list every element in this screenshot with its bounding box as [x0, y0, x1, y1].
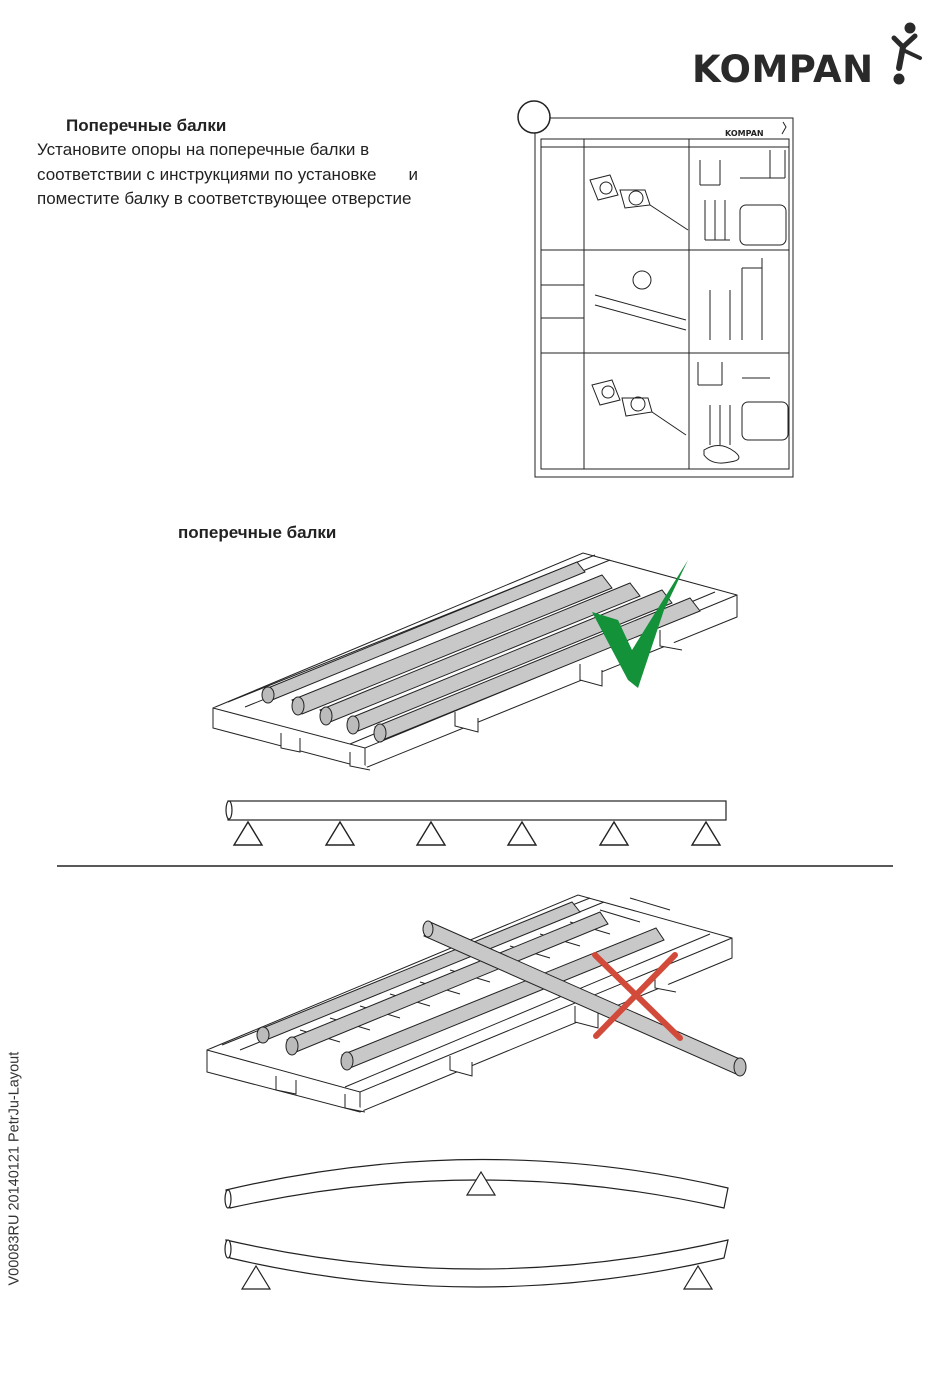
- bent-beam-diagrams: [0, 0, 950, 1378]
